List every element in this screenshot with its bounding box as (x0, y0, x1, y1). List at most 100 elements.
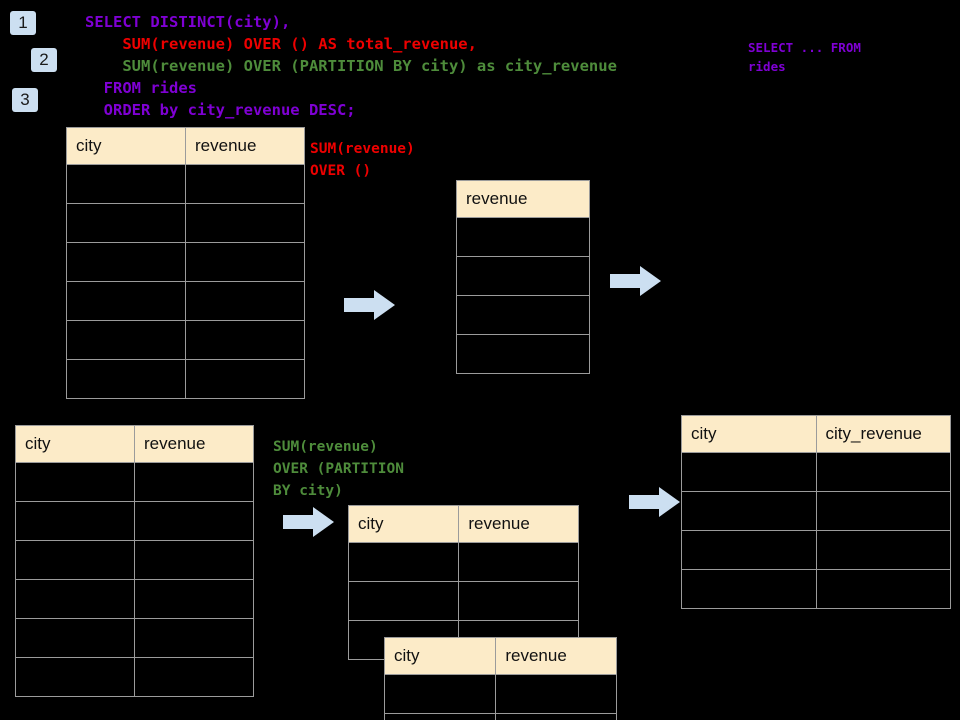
table-cell[interactable] (185, 320, 305, 360)
arrow-bottom-left (283, 507, 334, 537)
column-header-city: city (681, 415, 817, 453)
table-cell[interactable] (681, 491, 817, 531)
table-cell[interactable] (185, 242, 305, 282)
table-row[interactable] (681, 569, 951, 609)
table-header-row: city revenue (383, 637, 617, 675)
table-row[interactable] (15, 540, 254, 580)
side-note-line-2: rides (748, 59, 786, 74)
table-cell[interactable] (456, 295, 590, 335)
table-row[interactable] (681, 491, 951, 531)
table-cell[interactable] (456, 217, 590, 257)
annotation-city-revenue-line-3: BY city) (273, 483, 343, 499)
table-body (66, 164, 305, 399)
sql-line-total-revenue: SUM(revenue) OVER () AS total_revenue, (85, 35, 477, 53)
column-header-revenue: revenue (134, 425, 254, 463)
table-row[interactable] (66, 320, 305, 360)
table-row[interactable] (347, 542, 579, 582)
table-row[interactable] (383, 713, 617, 720)
table-cell[interactable] (66, 242, 186, 282)
table-row[interactable] (456, 217, 590, 257)
table-cell[interactable] (495, 674, 617, 714)
table-cell[interactable] (347, 581, 460, 621)
table-body (681, 452, 951, 609)
table-row[interactable] (456, 334, 590, 374)
table-cell[interactable] (383, 713, 497, 720)
table-body (15, 462, 254, 697)
table-cell[interactable] (66, 203, 186, 243)
table-cell[interactable] (456, 256, 590, 296)
table-cell[interactable] (66, 281, 186, 321)
table-row[interactable] (15, 657, 254, 697)
table-cell[interactable] (681, 452, 817, 492)
table-row[interactable] (15, 501, 254, 541)
table-row[interactable] (456, 256, 590, 296)
table-cell[interactable] (458, 581, 579, 621)
table-header-row: city revenue (66, 127, 305, 165)
table-row[interactable] (66, 164, 305, 204)
table-cell[interactable] (15, 579, 135, 619)
table-cell[interactable] (815, 491, 951, 531)
column-header-city: city (383, 637, 497, 675)
table-cell[interactable] (815, 569, 951, 609)
table-cell[interactable] (66, 164, 186, 204)
annotation-total-revenue-line-1: SUM(revenue) (310, 141, 415, 157)
step-badge-2[interactable]: 2 (31, 48, 57, 72)
table-cell[interactable] (458, 542, 579, 582)
table-cell[interactable] (185, 164, 305, 204)
table-cell[interactable] (134, 540, 254, 580)
table-cell[interactable] (185, 281, 305, 321)
table-cell[interactable] (185, 359, 305, 399)
step-badge-1[interactable]: 1 (10, 11, 36, 35)
column-header-city: city (347, 505, 460, 543)
table-source-top[interactable]: city revenue (66, 127, 305, 399)
table-cell[interactable] (15, 540, 135, 580)
table-cell[interactable] (15, 657, 135, 697)
column-header-revenue: revenue (185, 127, 305, 165)
table-cell[interactable] (66, 359, 186, 399)
table-row[interactable] (66, 359, 305, 399)
table-cell[interactable] (66, 320, 186, 360)
table-row[interactable] (383, 674, 617, 714)
arrow-bottom-right (629, 487, 680, 517)
table-cell[interactable] (681, 530, 817, 570)
table-cell[interactable] (185, 203, 305, 243)
table-final-result[interactable]: city city_revenue (681, 415, 951, 609)
table-header-row: city city_revenue (681, 415, 951, 453)
table-source-bottom[interactable]: city revenue (15, 425, 254, 697)
table-partition-front[interactable]: city revenue (383, 637, 617, 720)
table-cell[interactable] (134, 579, 254, 619)
table-cell[interactable] (495, 713, 617, 720)
table-cell[interactable] (681, 569, 817, 609)
table-row[interactable] (66, 203, 305, 243)
sql-line-order-by: ORDER by city_revenue DESC; (85, 101, 356, 119)
sql-line-from: FROM rides (85, 79, 197, 97)
step-badge-3[interactable]: 3 (12, 88, 38, 112)
table-cell[interactable] (456, 334, 590, 374)
table-row[interactable] (456, 295, 590, 335)
table-row[interactable] (681, 452, 951, 492)
table-cell[interactable] (815, 452, 951, 492)
sql-line-select: SELECT DISTINCT(city), (85, 13, 291, 31)
table-row[interactable] (15, 579, 254, 619)
table-row[interactable] (15, 462, 254, 502)
table-header-row: city revenue (15, 425, 254, 463)
table-row[interactable] (347, 581, 579, 621)
table-cell[interactable] (383, 674, 497, 714)
table-cell[interactable] (15, 618, 135, 658)
table-cell[interactable] (15, 462, 135, 502)
table-cell[interactable] (815, 530, 951, 570)
table-row[interactable] (66, 281, 305, 321)
table-header-row: city revenue (347, 505, 579, 543)
table-header-row: revenue (456, 180, 590, 218)
annotation-city-revenue-line-1: SUM(revenue) (273, 439, 378, 455)
table-row[interactable] (681, 530, 951, 570)
table-total-revenue-result[interactable]: revenue (456, 180, 590, 374)
table-cell[interactable] (134, 501, 254, 541)
table-cell[interactable] (347, 542, 460, 582)
table-cell[interactable] (15, 501, 135, 541)
table-row[interactable] (66, 242, 305, 282)
table-cell[interactable] (134, 657, 254, 697)
table-row[interactable] (15, 618, 254, 658)
table-cell[interactable] (134, 618, 254, 658)
table-cell[interactable] (134, 462, 254, 502)
